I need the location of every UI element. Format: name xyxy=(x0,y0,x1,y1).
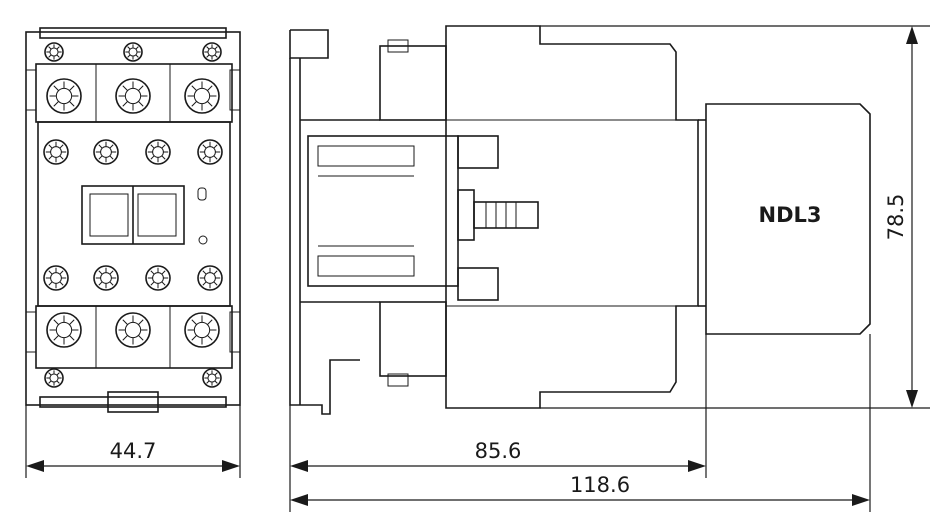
upper-terminal-screw xyxy=(184,78,220,114)
front-terminals xyxy=(43,42,223,388)
actuator-base xyxy=(457,189,475,241)
bottom-small-terminal-screw xyxy=(202,368,222,388)
front-face xyxy=(37,121,231,307)
top-small-terminal-screw xyxy=(44,42,64,62)
front-width-label: 44.7 xyxy=(110,439,157,463)
height-label: 78.5 xyxy=(884,194,908,241)
module-label: NDL3 xyxy=(759,203,822,227)
coil-terminal-bottom xyxy=(457,267,499,301)
lower-terminal-screw xyxy=(115,312,151,348)
auxiliary-terminal-screw xyxy=(93,139,119,165)
auxiliary-terminal-screw xyxy=(93,265,119,291)
mechanism-block xyxy=(307,135,459,287)
lower-connector xyxy=(379,301,447,377)
upper-terminal-screw xyxy=(115,78,151,114)
upper-terminal-screw xyxy=(46,78,82,114)
front-view xyxy=(25,27,241,413)
auxiliary-terminal-screw xyxy=(43,139,69,165)
lower-terminal-screw xyxy=(184,312,220,348)
auxiliary-terminal-screw xyxy=(43,265,69,291)
auxiliary-terminal-screw xyxy=(197,265,223,291)
bottom-mounting-rail xyxy=(39,396,227,408)
test-hole xyxy=(198,235,208,245)
din-clip xyxy=(107,391,159,413)
dimensions: 44.7 85.6 118.6 78.5 xyxy=(25,25,930,512)
body-depth-label: 85.6 xyxy=(475,439,522,463)
auxiliary-terminal-screw xyxy=(197,139,223,165)
side-view: NDL3 xyxy=(289,25,871,415)
lower-terminal-screw xyxy=(46,312,82,348)
auxiliary-terminal-screw xyxy=(145,139,171,165)
status-led xyxy=(197,187,207,201)
lower-terminal-band xyxy=(35,305,233,369)
contactor-body xyxy=(445,25,699,409)
bottom-small-terminal-screw xyxy=(44,368,64,388)
top-small-terminal-screw xyxy=(202,42,222,62)
upper-connector xyxy=(379,45,447,121)
rail-clip-top xyxy=(289,29,329,59)
top-mounting-rail xyxy=(39,27,227,39)
front-view-outline xyxy=(25,31,241,406)
coil-terminal-top xyxy=(457,135,499,169)
total-depth-label: 118.6 xyxy=(570,473,630,497)
top-small-terminal-screw xyxy=(123,42,143,62)
auxiliary-terminal-screw xyxy=(145,265,171,291)
